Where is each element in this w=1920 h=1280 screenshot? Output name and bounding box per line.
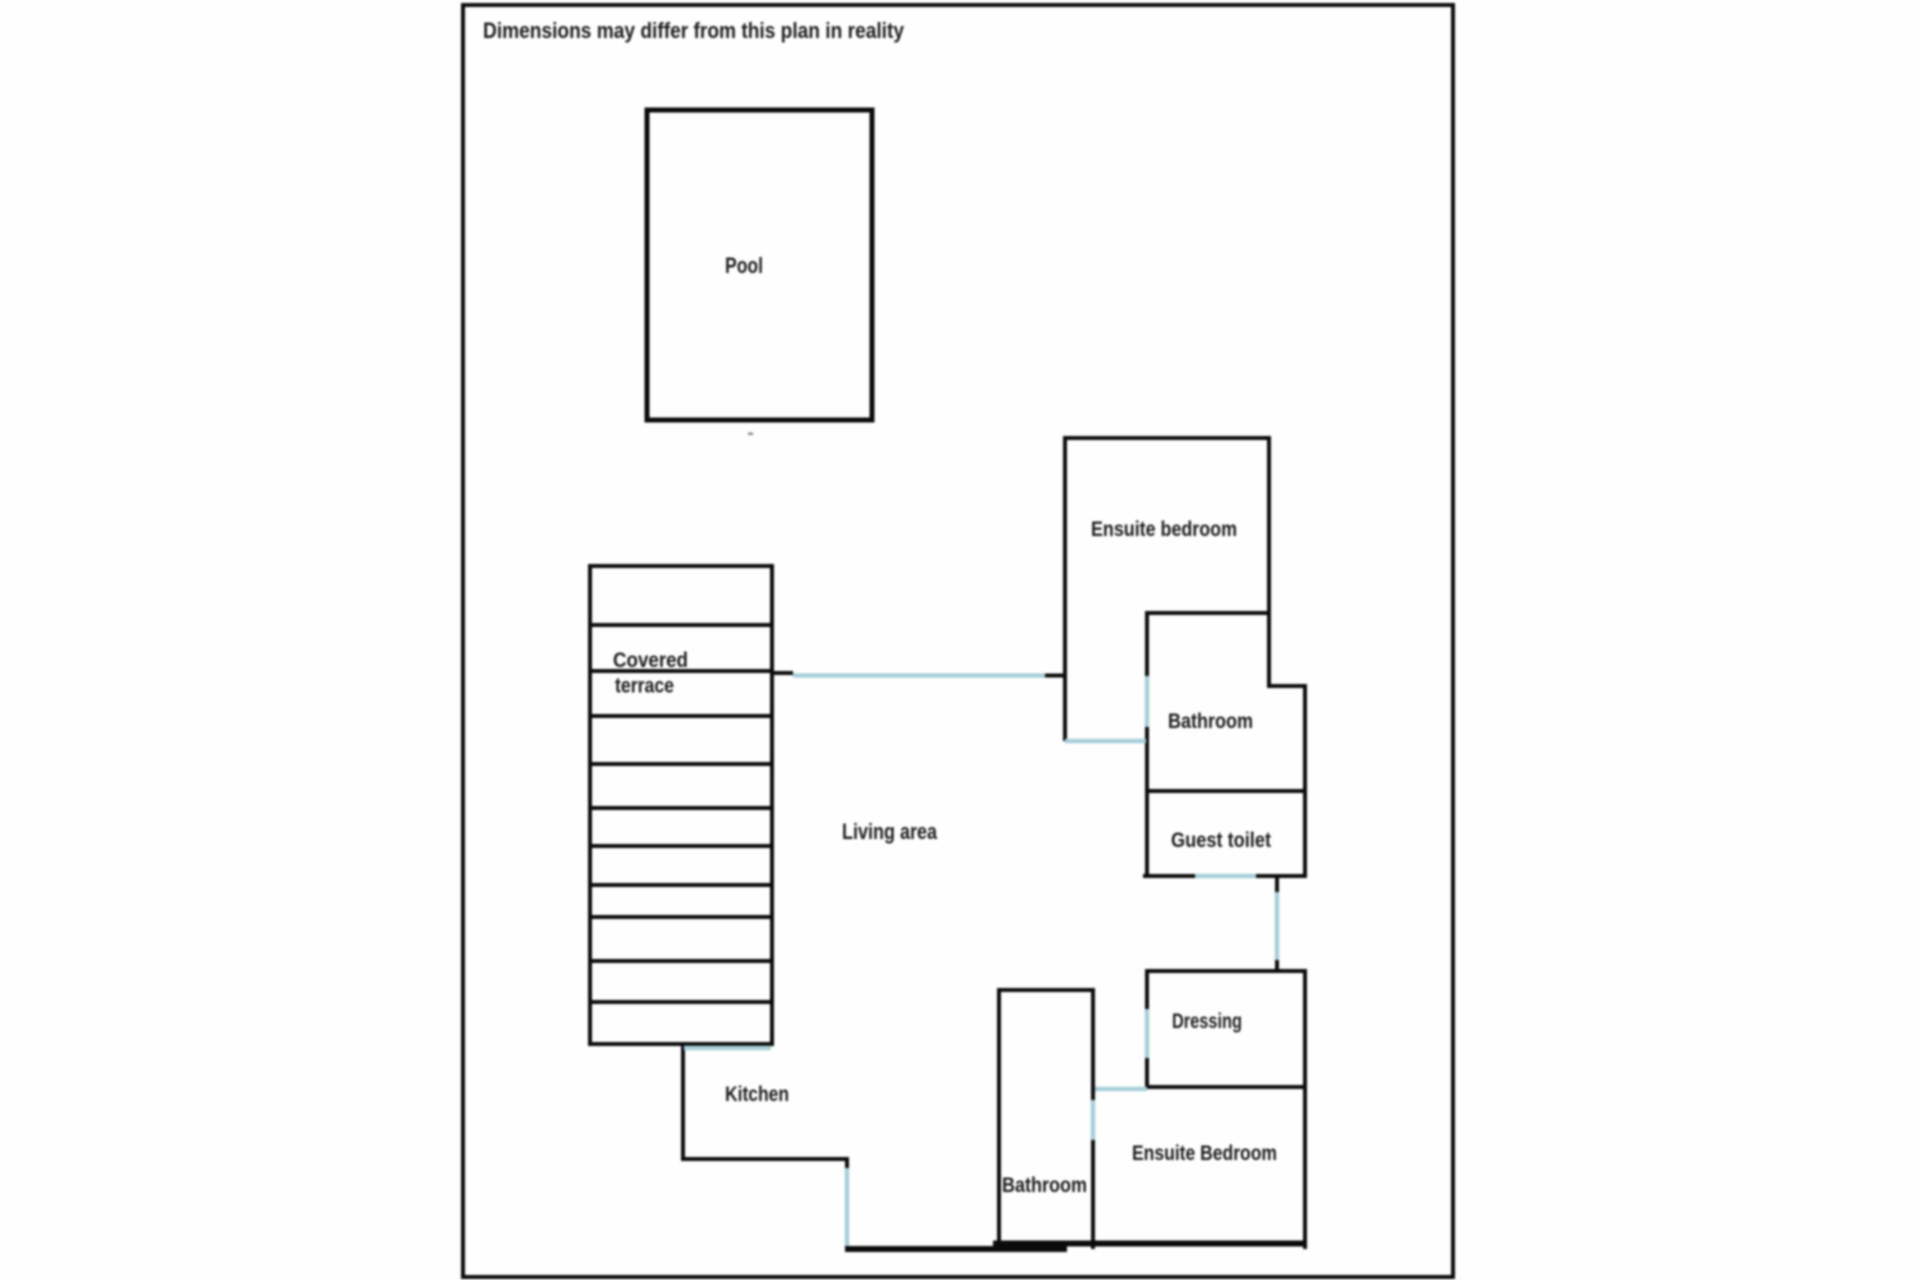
svg-text:terrace: terrace	[615, 675, 674, 698]
svg-text:Bathroom: Bathroom	[1168, 710, 1253, 733]
svg-text:Living area: Living area	[842, 819, 938, 844]
svg-text:Guest toilet: Guest toilet	[1171, 829, 1271, 852]
svg-text:Covered: Covered	[613, 649, 688, 672]
svg-text:Ensuite Bedroom: Ensuite Bedroom	[1132, 1142, 1277, 1165]
svg-text:Kitchen: Kitchen	[725, 1083, 789, 1106]
svg-text:Bathroom: Bathroom	[1002, 1174, 1087, 1197]
svg-text:Ensuite bedroom: Ensuite bedroom	[1091, 518, 1237, 541]
svg-text:Pool: Pool	[725, 253, 763, 278]
svg-text:Dressing: Dressing	[1172, 1010, 1242, 1033]
svg-text:Dimensions may differ from thi: Dimensions may differ from this plan in …	[483, 18, 904, 43]
